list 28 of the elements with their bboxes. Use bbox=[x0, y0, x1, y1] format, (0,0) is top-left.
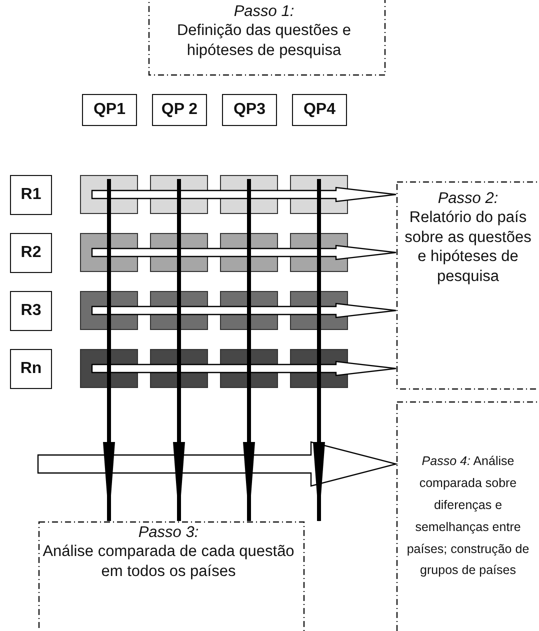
row-header-box: R1 bbox=[10, 175, 52, 215]
step-text: Relatório do país sobre as questões e hipóteses de pesquisa bbox=[404, 208, 532, 286]
arrow bbox=[103, 179, 115, 522]
row-header-box: R2 bbox=[10, 233, 52, 273]
hollow-arrow bbox=[91, 360, 397, 376]
step-box bbox=[148, 0, 386, 76]
column-header-box: QP4 bbox=[292, 94, 347, 126]
hollow-arrow bbox=[91, 186, 397, 202]
hollow-arrow bbox=[91, 244, 397, 260]
step-text: Definição das questões e hipóteses de pesquisa bbox=[176, 21, 352, 60]
hollow-arrow bbox=[37, 441, 398, 487]
step-text: Análise comparada de cada questão em todos os países bbox=[42, 542, 295, 582]
column-header-box: QP 2 bbox=[152, 94, 207, 126]
step-label: Passo 3: bbox=[138, 523, 199, 542]
step-box bbox=[396, 181, 539, 390]
arrow bbox=[173, 179, 185, 522]
step-text: Passo 4: Análise comparada sobre diferenças e semelhanças entre países; construção de grupos de países bbox=[406, 453, 530, 580]
column-header-box: QP1 bbox=[82, 94, 137, 126]
row-header-box: R3 bbox=[10, 291, 52, 331]
column-header-box: QP3 bbox=[222, 94, 277, 126]
row-header-box: Rn bbox=[10, 349, 52, 389]
step-label: Passo 1: bbox=[234, 2, 294, 22]
hollow-arrow bbox=[91, 302, 397, 318]
step-label: Passo 2: bbox=[438, 189, 498, 208]
step-box bbox=[38, 521, 305, 631]
step-box bbox=[396, 401, 539, 631]
arrow bbox=[313, 179, 325, 522]
arrow bbox=[243, 179, 255, 522]
